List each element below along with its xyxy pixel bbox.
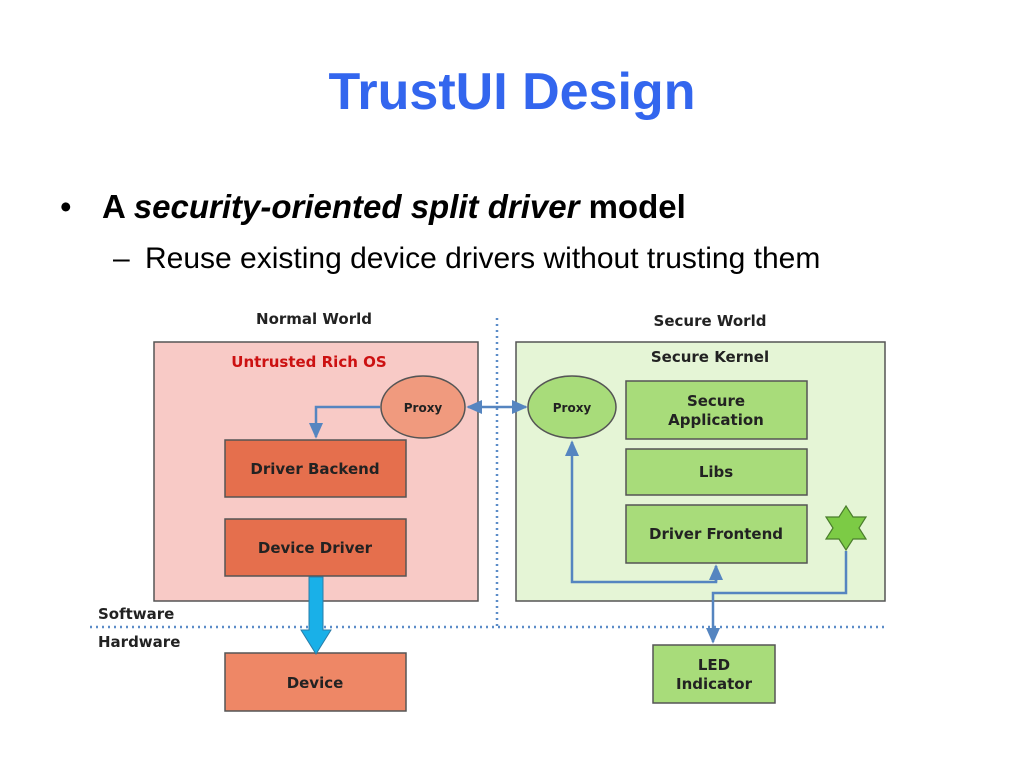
secure-world-label: Secure World	[654, 312, 767, 330]
proxy-to-backend-arrow	[309, 405, 380, 439]
secure-proxy-label: Proxy	[553, 401, 592, 415]
normal-world-label: Normal World	[256, 310, 372, 328]
star-icon	[824, 504, 868, 552]
bullet-marker: •	[60, 188, 72, 225]
hardware-label: Hardware	[98, 633, 180, 651]
libs-box	[625, 448, 808, 496]
secure-application-box	[625, 380, 808, 440]
device-data-arrow	[300, 576, 332, 655]
secure-kernel-label: Secure Kernel	[651, 348, 769, 366]
bullet-emphasis: security-oriented split driver	[133, 188, 580, 225]
device-box	[224, 652, 407, 712]
driver-frontend-label: Driver Frontend	[649, 525, 783, 543]
libs-label: Libs	[699, 463, 733, 481]
star-to-led-arrow	[706, 551, 848, 644]
driver-backend-box	[224, 439, 407, 498]
driver-frontend-box	[625, 504, 808, 564]
bullet-tail: model	[579, 188, 686, 225]
device-driver-box	[224, 518, 407, 577]
device-driver-label: Device Driver	[258, 539, 373, 557]
bullet-text: A security-oriented split driver model	[102, 188, 686, 226]
driver-backend-label: Driver Backend	[250, 460, 379, 478]
software-label: Software	[98, 605, 174, 623]
secure-application-label-line1: Secure	[687, 392, 745, 410]
led-indicator-box	[652, 644, 776, 704]
slide-title: TrustUI Design	[328, 63, 696, 121]
sub-bullet-marker: –	[113, 242, 130, 275]
rich-os-label: Untrusted Rich OS	[231, 353, 386, 371]
normal-proxy-node	[380, 375, 466, 439]
secure-proxy-node	[527, 375, 617, 439]
led-indicator-label-line1: LED	[698, 656, 730, 674]
normal-proxy-label: Proxy	[404, 401, 443, 415]
secure-application-label-line2: Application	[668, 411, 764, 429]
bullet-lead: A	[102, 188, 134, 225]
led-indicator-label-line2: Indicator	[676, 675, 753, 693]
sub-bullet-text: Reuse existing device drivers without tr…	[145, 242, 821, 275]
device-label: Device	[287, 674, 344, 692]
